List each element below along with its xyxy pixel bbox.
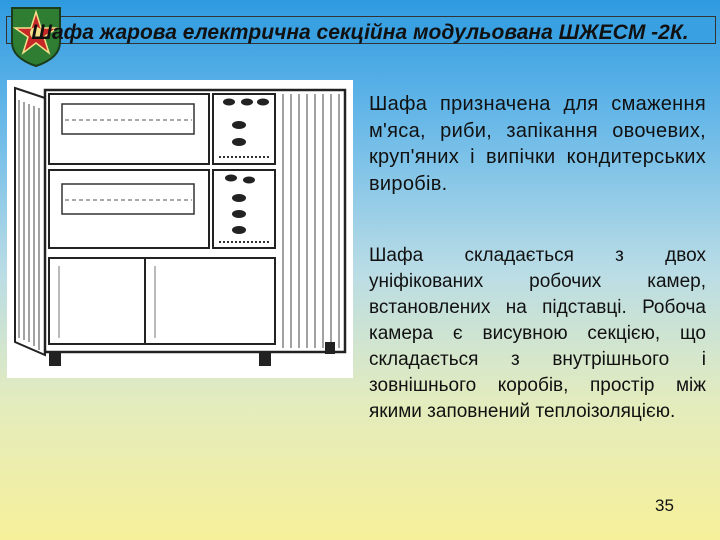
oven-illustration <box>7 80 353 378</box>
slide-title: Шафа жарова електрична секційна модульов… <box>31 21 689 44</box>
construction-paragraph: Шафа складається з двох уніфікованих роб… <box>369 245 706 422</box>
description-paragraph: Шафа призначена для смаження м'яса, риби… <box>369 93 706 195</box>
title-bar <box>6 16 716 44</box>
page-number: 35 <box>655 496 674 515</box>
emblem-icon <box>11 7 61 68</box>
